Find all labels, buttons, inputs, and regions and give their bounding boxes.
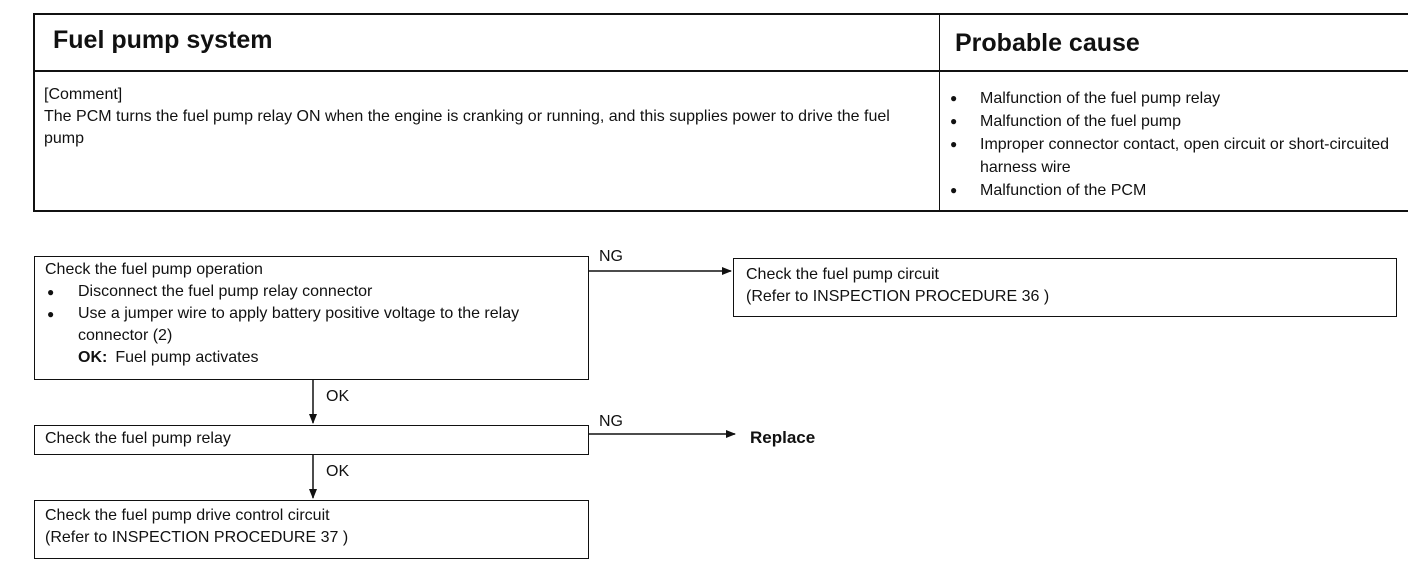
header-fuel-pump-system: Fuel pump system <box>53 26 273 54</box>
cause-item: Malfunction of the PCM <box>947 179 1407 202</box>
step3-line2: (Refer to INSPECTION PROCEDURE 37 ) <box>45 529 349 546</box>
fault-table: Fuel pump system Probable cause [Comment… <box>33 13 1408 212</box>
step1-list: Disconnect the fuel pump relay connector… <box>45 281 578 347</box>
replace-action: Replace <box>750 428 816 447</box>
step1-ng-line2: (Refer to INSPECTION PROCEDURE 36 ) <box>746 288 1050 305</box>
ok-criteria-text: Fuel pump activates <box>115 349 259 366</box>
step1-item: Use a jumper wire to apply battery posit… <box>45 303 578 347</box>
ok-criteria-label: OK: <box>78 349 108 366</box>
cause-item: Improper connector contact, open circuit… <box>947 133 1407 179</box>
ng-label-1: NG <box>599 248 623 265</box>
header-probable-cause: Probable cause <box>955 29 1140 57</box>
column-divider <box>939 15 940 210</box>
comment-block: [Comment] The PCM turns the fuel pump re… <box>44 84 934 150</box>
step1-title: Check the fuel pump operation <box>45 261 263 278</box>
check-fuel-pump-relay-box: Check the fuel pump relay <box>34 425 589 455</box>
ok-label-2: OK <box>326 463 350 480</box>
ng-label-2: NG <box>599 413 623 430</box>
comment-text: The PCM turns the fuel pump relay ON whe… <box>44 108 890 147</box>
step3-line1: Check the fuel pump drive control circui… <box>45 507 330 524</box>
step1-ng-line1: Check the fuel pump circuit <box>746 266 939 283</box>
step1-item: Disconnect the fuel pump relay connector <box>45 281 578 303</box>
comment-heading: [Comment] <box>44 86 123 103</box>
probable-cause-list: Malfunction of the fuel pump relay Malfu… <box>947 87 1407 202</box>
step2-title: Check the fuel pump relay <box>45 430 231 447</box>
step1-ok-criteria: OK: Fuel pump activates <box>45 347 578 369</box>
check-drive-control-circuit-box: Check the fuel pump drive control circui… <box>34 500 589 559</box>
ok-label-1: OK <box>326 388 350 405</box>
cause-item: Malfunction of the fuel pump relay <box>947 87 1407 110</box>
check-fuel-pump-operation-box: Check the fuel pump operation Disconnect… <box>34 256 589 380</box>
check-fuel-pump-circuit-box: Check the fuel pump circuit (Refer to IN… <box>733 258 1397 317</box>
cause-item: Malfunction of the fuel pump <box>947 110 1407 133</box>
table-header-row <box>35 15 1408 72</box>
